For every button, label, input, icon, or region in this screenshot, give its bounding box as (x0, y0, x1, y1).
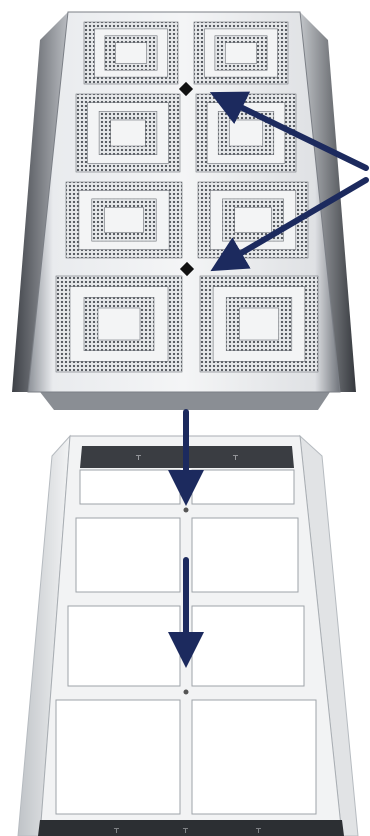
frame-opening-right-1 (191, 469, 295, 505)
perforated-panel-left-4 (55, 275, 183, 373)
frame-front-mark-center: ┬ (182, 826, 188, 833)
cover-plate-left-flap (12, 12, 68, 392)
cover-plate (12, 11, 356, 410)
cover-plate-lip (40, 392, 330, 410)
frame-front-mark-left: ┬ (113, 826, 119, 833)
perforated-panel-left-1 (83, 21, 179, 85)
cover-plate-panels (55, 21, 319, 373)
frame-opening-left-2 (75, 517, 181, 593)
support-frame: ┬ ┬ ┬ ┬ ┬ (17, 434, 359, 836)
frame-openings (55, 469, 317, 815)
frame-hole-upper (183, 507, 189, 513)
frame-opening-left-3 (67, 605, 181, 687)
frame-opening-right-3 (191, 605, 305, 687)
perforated-panel-right-2 (195, 93, 297, 173)
frame-opening-left-1 (79, 469, 181, 505)
fastener-diamond-lower (179, 261, 195, 277)
callout-arrows (209, 91, 369, 272)
frame-back-mark-left: ┬ (135, 453, 141, 460)
frame-opening-left-4 (55, 699, 181, 815)
frame-front-mark-right: ┬ (255, 826, 261, 833)
perforated-panel-left-3 (65, 181, 183, 259)
frame-front-edge (38, 820, 344, 836)
frame-opening-right-2 (191, 517, 299, 593)
callout-arrow-upper (209, 91, 369, 171)
perforated-panel-right-4 (199, 275, 319, 373)
callout-arrow-lower (210, 177, 369, 272)
frame-opening-right-4 (191, 699, 317, 815)
perforated-panel-right-1 (193, 21, 289, 85)
perforated-panel-left-2 (75, 93, 181, 173)
frame-back-mark-right: ┬ (232, 453, 238, 460)
frame-hole-lower (183, 689, 189, 695)
